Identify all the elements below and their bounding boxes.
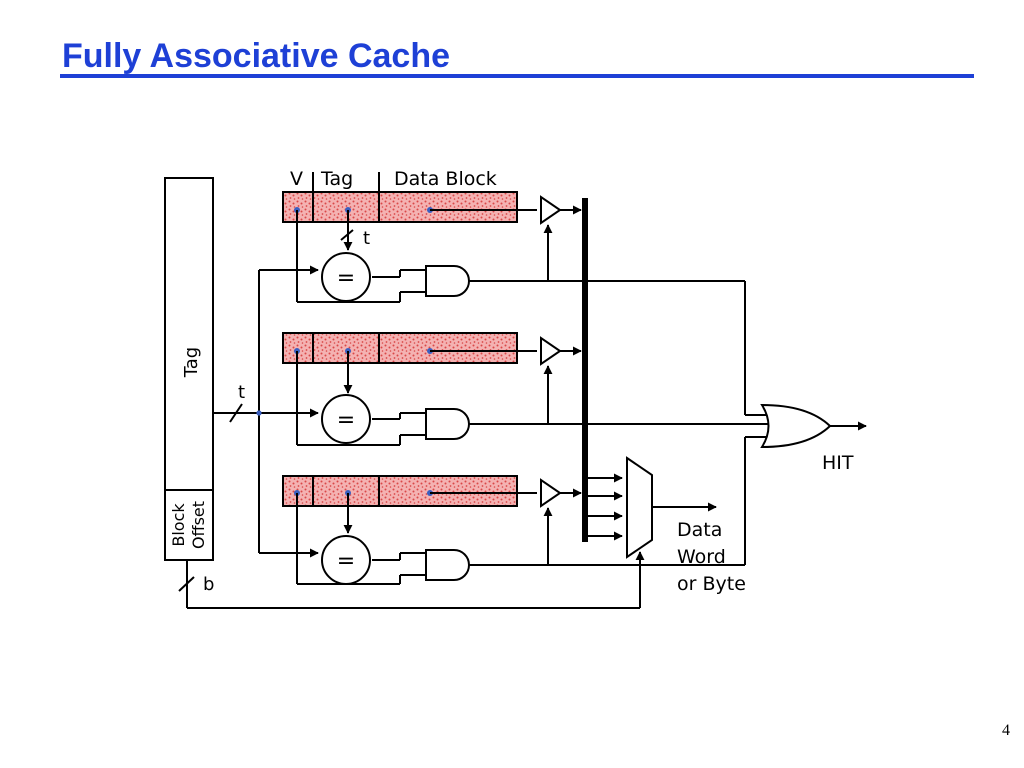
cache-entry-row: [282, 332, 518, 364]
tag-bus: [213, 265, 319, 558]
comparator: [321, 535, 371, 585]
data-output-label-line1: Data: [677, 519, 722, 541]
comparator-symbol: =: [337, 266, 355, 291]
page-number: 4: [1002, 722, 1010, 739]
hit-logic: [744, 281, 867, 565]
valid-header: V: [290, 168, 303, 190]
cache-line: =: [282, 475, 745, 585]
mux-inputs: [585, 473, 623, 541]
tristate-buffer: [540, 195, 562, 225]
block-offset-label-line2: Offset: [189, 501, 208, 549]
tag-header: Tag: [320, 168, 353, 190]
data-output-label-line3: or Byte: [677, 573, 746, 595]
title-underline: [60, 74, 974, 78]
tristate-buffer: [540, 478, 562, 508]
data-output-label-line2: Word: [677, 546, 726, 568]
and-gate: [425, 408, 470, 440]
tag-width-label: t: [238, 382, 245, 403]
tag-field-box: [164, 177, 214, 491]
cache-line: = t: [282, 191, 745, 303]
data-block-header: Data Block: [394, 168, 497, 190]
hit-label: HIT: [822, 452, 854, 474]
and-gate: [425, 549, 470, 581]
cache-line: =: [282, 332, 768, 446]
comparator-symbol: =: [337, 408, 355, 433]
address-register: Tag Block Offset: [164, 177, 214, 561]
tag-field-label: Tag: [181, 347, 202, 378]
block-offset-box: [164, 489, 214, 561]
offset-select-line: [178, 551, 645, 609]
tag-bus-junction: [256, 410, 262, 416]
comparator-symbol: =: [337, 549, 355, 574]
cache-entry-row: [282, 191, 518, 223]
block-offset-label-line1: Block: [169, 503, 188, 547]
comparator: [321, 252, 371, 302]
tag-width-label: t: [363, 228, 370, 249]
offset-width-label: b: [203, 574, 214, 595]
cache-entry-row: [282, 475, 518, 507]
or-gate: [760, 403, 832, 449]
comparator: [321, 394, 371, 444]
tristate-buffer: [540, 336, 562, 366]
word-select-mux: [626, 456, 653, 559]
slide-title: Fully Associative Cache: [62, 37, 451, 75]
and-gate: [425, 265, 470, 297]
